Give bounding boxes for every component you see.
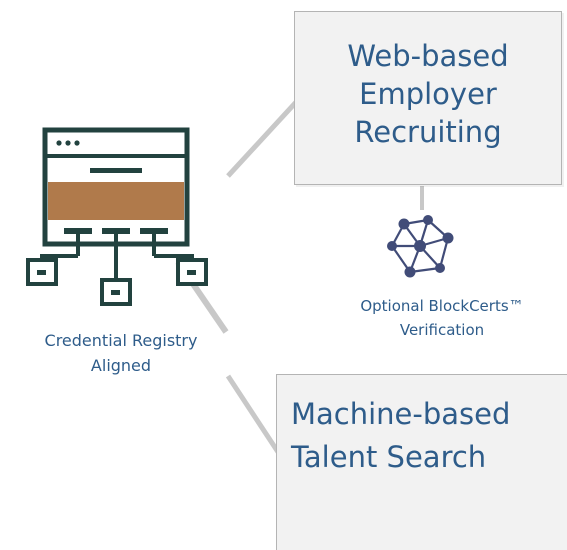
talent-search-box: Machine-based Talent Search [276, 374, 567, 550]
blockcerts-caption: Optional BlockCerts™ Verification [360, 297, 524, 339]
credential-registry-caption: Credential Registry Aligned [44, 331, 198, 375]
employer-recruiting-label: Web-based Employer Recruiting [347, 39, 509, 149]
connector-to-employer-recruiting [226, 98, 300, 178]
connector-to-talent-search [225, 374, 281, 454]
website-sitemap-icon [26, 127, 208, 306]
network-nodes-icon [387, 215, 454, 278]
talent-search-label: Machine-based Talent Search [291, 397, 511, 474]
employer-recruiting-box: Web-based Employer Recruiting [294, 11, 562, 185]
